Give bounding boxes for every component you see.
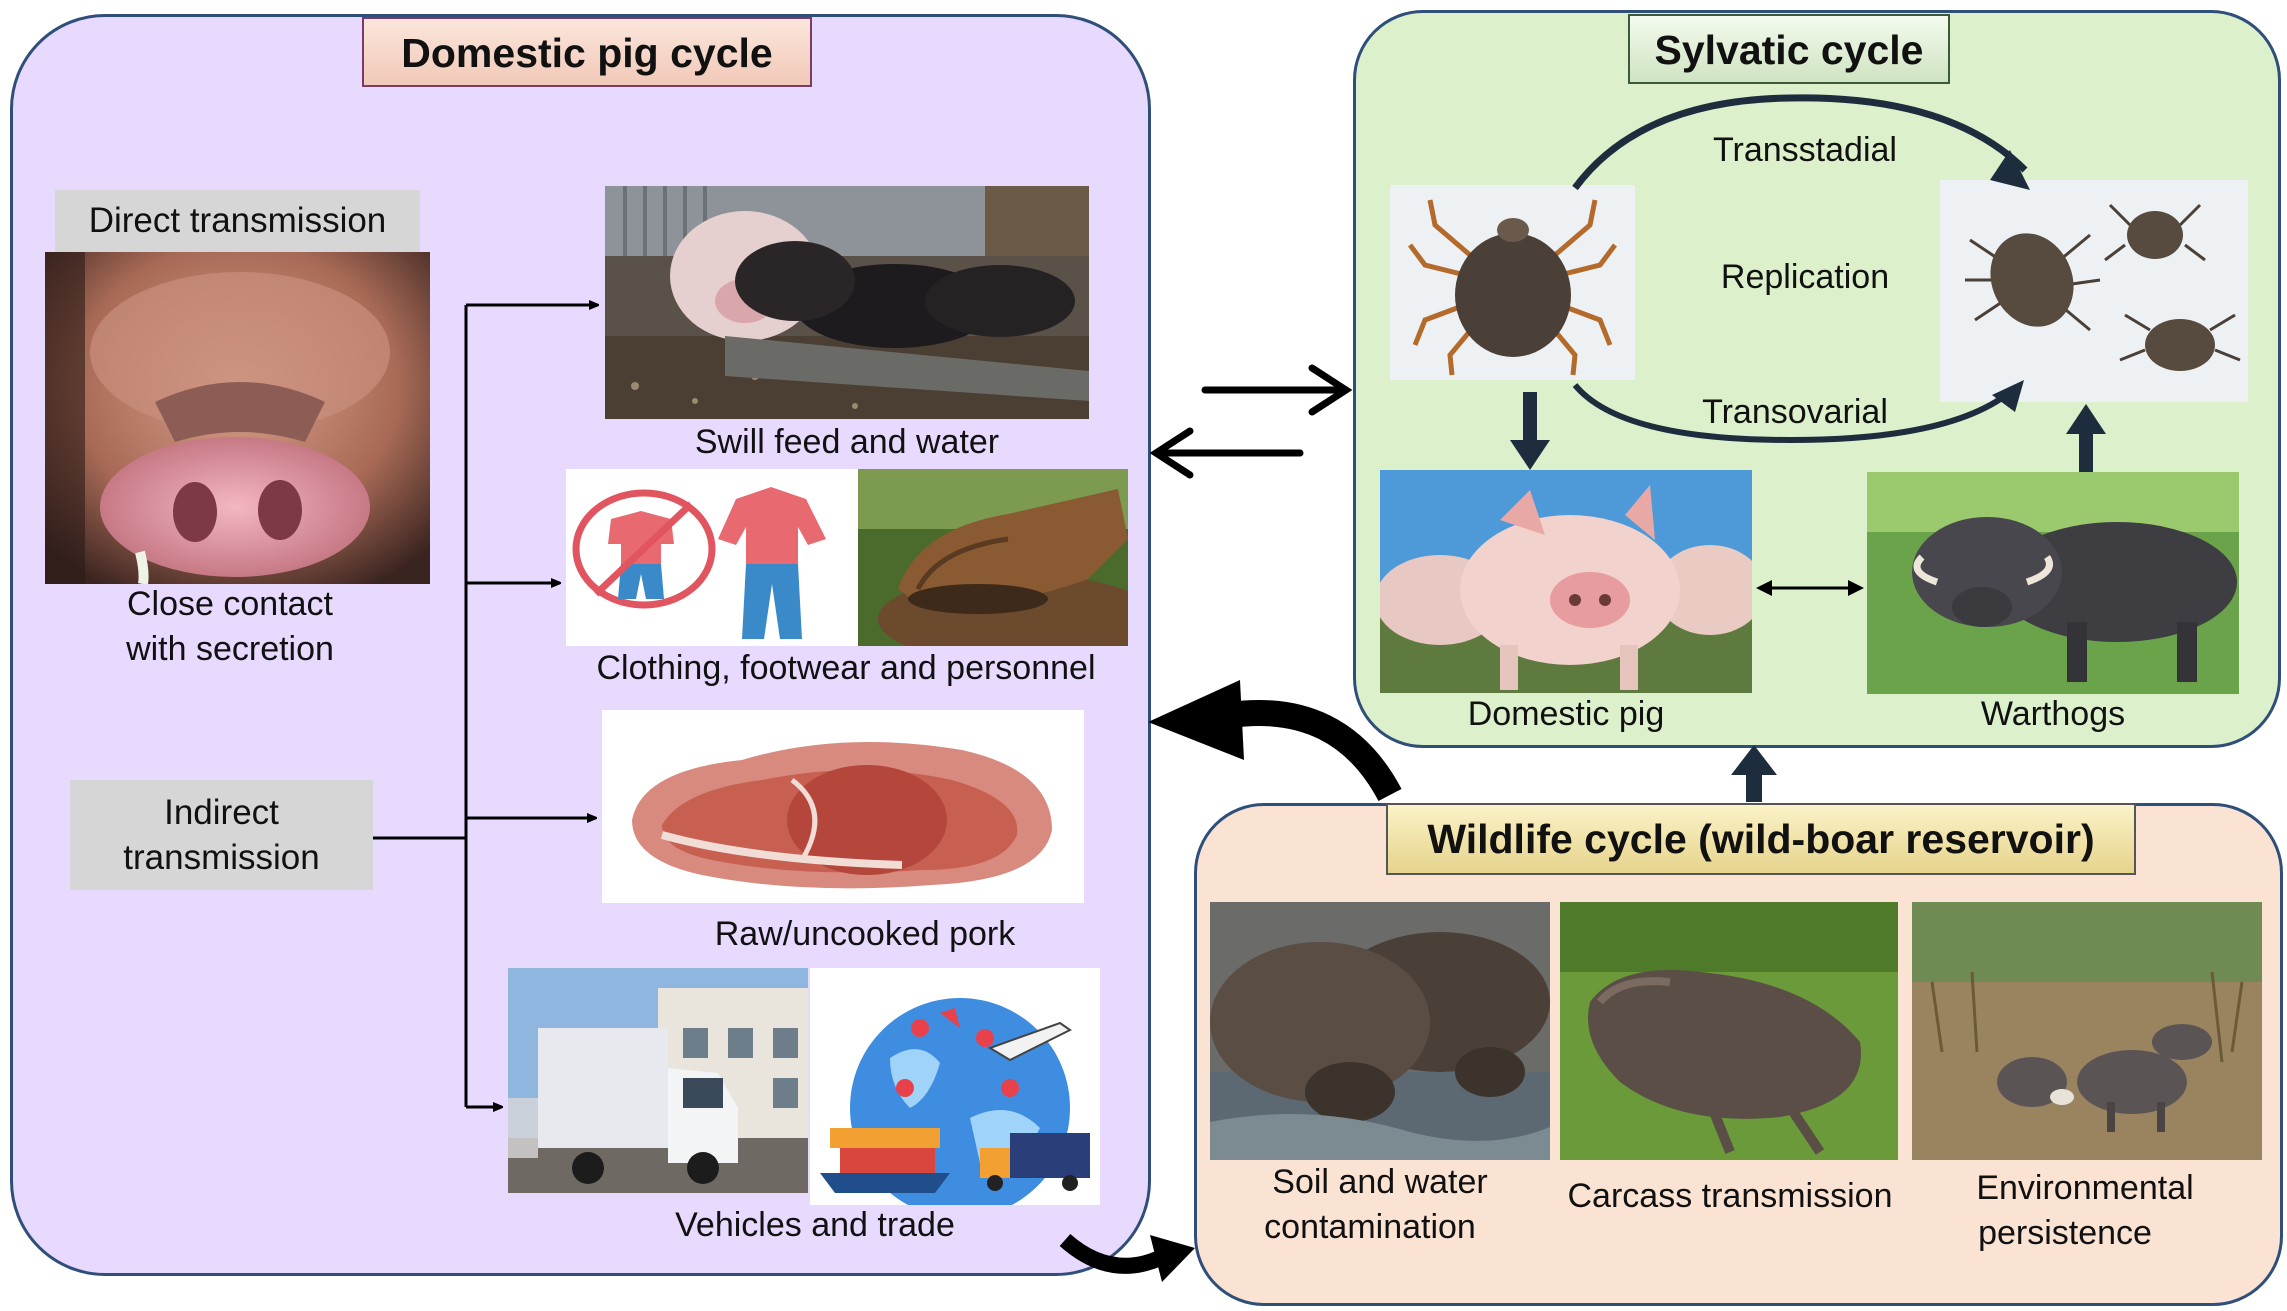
wildlife-cycle-title: Wildlife cycle (wild-boar reservoir) (1386, 803, 2136, 875)
carcass-transmission-label: Carcass transmission (1567, 1177, 1893, 1215)
warthogs-label: Warthogs (1980, 695, 2126, 733)
warthog-image (1867, 472, 2239, 694)
indirect-label-line2: transmission (123, 838, 320, 877)
boar-carcass-image (1560, 902, 1898, 1160)
domestic-to-wildlife-arrow-head (1150, 1235, 1195, 1282)
clothing-icon (566, 469, 858, 646)
direct-transmission-box: Direct transmission (55, 190, 420, 252)
soil-water-label-line2: contamination (1264, 1208, 1476, 1246)
wildlife-to-domestic-arrow (1228, 699, 1402, 802)
wildlife-to-sylvatic-arrow-head (1731, 745, 1777, 775)
footwear-image (858, 469, 1128, 646)
tick-image (1390, 185, 1635, 380)
ticks-group-image (1940, 180, 2248, 402)
soil-water-label-line1: Soil and water (1272, 1163, 1488, 1201)
global-trade-icon (810, 968, 1100, 1205)
environmental-persistence-label-line1: Environmental (1976, 1169, 2194, 1207)
domestic-pig-label: Domestic pig (1467, 695, 1665, 733)
raw-pork-image (602, 710, 1084, 903)
sylvatic-cycle-title: Sylvatic cycle (1628, 14, 1950, 84)
clothing-label: Clothing, footwear and personnel (596, 649, 1096, 687)
vehicles-trade-label: Vehicles and trade (675, 1206, 955, 1244)
close-contact-label-line1: Close contact (127, 585, 333, 623)
indirect-label-line1: Indirect (164, 793, 279, 832)
close-contact-label-line2: with secretion (126, 630, 334, 668)
truck-image (508, 968, 808, 1193)
wildlife-to-domestic-arrow-head (1148, 680, 1244, 760)
transstadial-label: Transstadial (1713, 131, 1897, 169)
swill-feed-label: Swill feed and water (694, 423, 1000, 461)
pig-snout-image (45, 252, 430, 584)
domestic-cycle-title: Domestic pig cycle (362, 17, 812, 87)
wild-boar-mud-image (1210, 902, 1550, 1160)
domestic-pig-image (1380, 470, 1752, 693)
environmental-persistence-label-line2: persistence (1978, 1214, 2152, 1252)
wildlife-to-sylvatic-arrow-shaft (1746, 770, 1762, 802)
arrow-to-domestic-head (1149, 427, 1194, 479)
arrow-to-sylvatic-head (1308, 364, 1353, 416)
raw-pork-label: Raw/uncooked pork (714, 915, 1016, 953)
swill-feed-image (605, 186, 1089, 419)
warthogs-environment-image (1912, 902, 2262, 1160)
indirect-transmission-box: Indirect transmission (70, 780, 373, 890)
transovarial-label: Transovarial (1702, 393, 1888, 431)
replication-label: Replication (1720, 258, 1890, 296)
